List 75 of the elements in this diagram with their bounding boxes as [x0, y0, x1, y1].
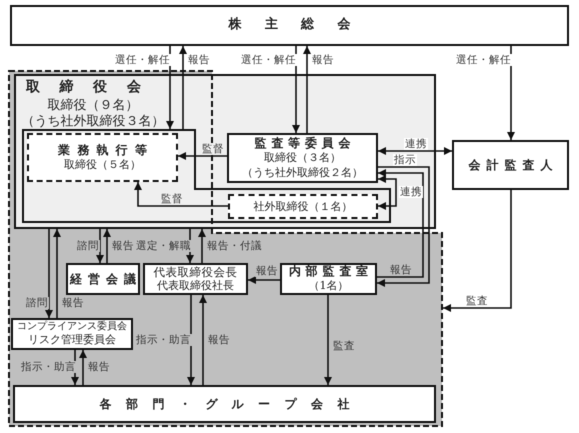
arrow [324, 295, 332, 385]
arrow [443, 190, 512, 312]
edge-label: 報告 [207, 334, 231, 346]
arrow [45, 229, 53, 318]
edge-label: 報告 [389, 264, 413, 276]
edge-label: 報告 [111, 240, 135, 252]
arrow [507, 46, 515, 140]
box-title: 各部門・グループ会社 [100, 396, 364, 412]
arrow [96, 229, 104, 263]
edge-label: 報告 [187, 54, 211, 66]
process-box [11, 318, 133, 350]
edge-label: 監督 [160, 193, 184, 205]
edge-label: 指示・助言 [135, 334, 192, 346]
edge-label: 選任・解任 [455, 54, 512, 66]
arrow [179, 46, 187, 129]
board-panel [14, 74, 436, 229]
arrow [103, 229, 111, 263]
box-title: 取締役会 [26, 79, 160, 96]
box-text: 取締役（９名） [46, 98, 140, 114]
arrow [248, 276, 280, 284]
process-box [143, 263, 248, 295]
edge-label: 選定・解職 [135, 240, 192, 252]
box-text: （1名） [308, 279, 348, 294]
edge-label: 報告 [255, 265, 279, 277]
edge-label: 指示・助言 [20, 361, 77, 373]
edge-label: 指示 [393, 154, 417, 166]
box-text: （うち社外取締役２名） [242, 166, 363, 180]
box-title: 業務執行等 [58, 142, 154, 158]
box-text: （うち社外取締役３名） [20, 114, 166, 131]
box-text: 代表取締役社長 [157, 279, 234, 294]
process-box [227, 133, 378, 183]
process-box [10, 5, 569, 46]
arrow [377, 169, 424, 278]
dashed-box [27, 133, 178, 182]
box-title: 監査等委員会 [254, 136, 356, 152]
edge-label: 報告 [87, 361, 111, 373]
edge-label: 監督 [201, 143, 225, 155]
box-title: 内部監査室 [288, 264, 373, 280]
box-title: 経営会議 [70, 272, 142, 286]
edge-label: 連携 [399, 186, 423, 198]
box-text: 取締役（５名） [64, 158, 141, 172]
edge-label: 監査 [465, 295, 489, 307]
box-text: リスク管理委員会 [28, 333, 116, 348]
process-box [280, 263, 377, 295]
edge-label: 連携 [404, 138, 428, 150]
edge-label: 選任・解任 [240, 54, 297, 66]
arrow [292, 46, 300, 133]
arrow [378, 175, 397, 210]
arrow [198, 229, 206, 263]
edge-label: 報告 [311, 54, 335, 66]
edge-label: 報告 [61, 297, 85, 309]
arrow [377, 166, 430, 287]
dashed-box [228, 194, 378, 219]
box-title: 社外取締役（１名） [254, 200, 352, 214]
arrow [79, 350, 87, 385]
box-title: 会計監査人 [468, 158, 558, 172]
arrow [303, 46, 311, 133]
box-text: 取締役（３名） [264, 151, 341, 166]
arrow [53, 229, 61, 318]
box-title: 代表取締役会長 [154, 264, 238, 280]
box-title: コンプライアンス委員会 [17, 320, 127, 334]
edge-label: 諮問 [25, 297, 49, 309]
box-title: 株主総会 [228, 17, 374, 34]
process-box [452, 140, 569, 190]
edge-label: 選任・解任 [114, 54, 171, 66]
edge-label: 諮問 [76, 240, 100, 252]
edge-label: 監査 [332, 340, 356, 352]
arrow [378, 147, 452, 155]
process-box [66, 263, 140, 295]
arrow [178, 152, 227, 160]
edge-label: 報告・付議 [206, 240, 263, 252]
process-box [13, 385, 436, 423]
arrow [134, 182, 228, 207]
arrow [199, 295, 207, 385]
arrow [187, 295, 195, 385]
